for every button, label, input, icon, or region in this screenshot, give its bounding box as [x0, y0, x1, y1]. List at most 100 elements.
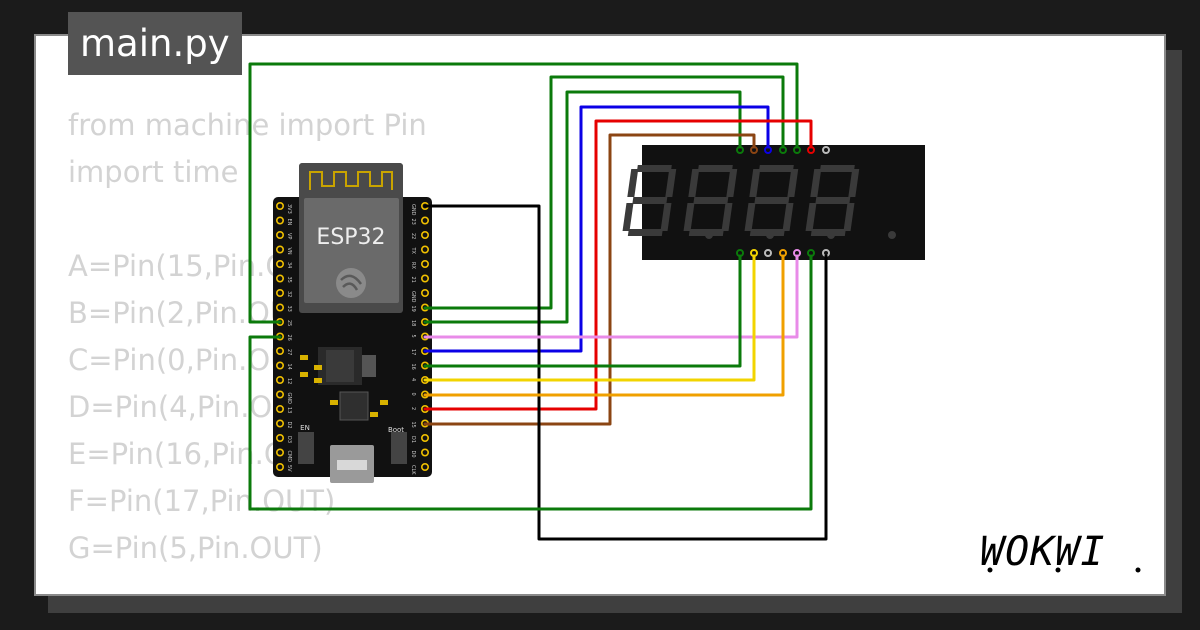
pin-label-right: 19 — [410, 306, 416, 312]
pin-label-left: VP — [286, 233, 292, 239]
pin-header-right[interactable] — [420, 448, 429, 457]
wire-black[interactable] — [423, 204, 828, 541]
smd-component — [370, 412, 378, 417]
pin-header-left[interactable] — [275, 419, 284, 428]
en-button-label: EN — [300, 424, 310, 432]
diode — [362, 355, 376, 377]
pin-header-left[interactable] — [275, 404, 284, 413]
display-segment — [749, 169, 761, 197]
pin-header-left[interactable] — [275, 433, 284, 442]
pin-label-left: 5V — [286, 465, 292, 472]
display-segment — [744, 203, 756, 231]
pin-header-left[interactable] — [275, 462, 284, 471]
pin-label-left: D2 — [286, 422, 292, 429]
display-segment — [632, 197, 668, 204]
wire-orange[interactable] — [423, 254, 785, 397]
display-segment — [665, 169, 677, 197]
pin-label-left: 25 — [286, 320, 292, 326]
pin-header-left[interactable] — [275, 202, 284, 211]
pin-label-right: GND — [410, 204, 416, 216]
pin-header-left[interactable] — [275, 231, 284, 240]
pin-header-left[interactable] — [275, 346, 284, 355]
project-card[interactable] — [34, 34, 1166, 596]
pin-header-left[interactable] — [275, 375, 284, 384]
wokwi-logo[interactable]: WOKWI — [978, 525, 1150, 577]
logo-dot-icon — [1055, 567, 1061, 573]
pin-label-left: 34 — [286, 262, 292, 268]
smd-component — [314, 378, 322, 383]
display-segment — [815, 197, 851, 204]
display-segment — [660, 203, 672, 231]
display-segment — [758, 165, 794, 172]
pin-header-left[interactable] — [275, 361, 284, 370]
smd-component — [380, 400, 388, 405]
pin-label-right: 18 — [410, 320, 416, 326]
wire-green-4[interactable] — [423, 254, 742, 368]
pin-label-left: 14 — [286, 364, 292, 370]
pin-label-right: 16 — [410, 364, 416, 370]
pin-header-left[interactable] — [275, 245, 284, 254]
pin-header-right[interactable] — [420, 216, 429, 225]
pin-label-right: 22 — [410, 233, 416, 239]
display-segment — [810, 229, 846, 236]
antenna-trace-icon — [309, 171, 393, 190]
display-pin-top[interactable] — [822, 146, 830, 154]
display-segment — [782, 203, 794, 231]
board-label: ESP32 — [316, 225, 385, 250]
display-pin-bottom[interactable] — [764, 249, 772, 257]
pin-header-right[interactable] — [420, 462, 429, 471]
module-can — [304, 198, 399, 303]
pin-header-left[interactable] — [275, 448, 284, 457]
display-segment — [810, 169, 822, 197]
pin-header-right[interactable] — [420, 288, 429, 297]
code-line: G=Pin(5,Pin.OUT) — [68, 531, 323, 565]
pin-label-left: GND — [286, 393, 292, 405]
pin-label-right: 2 — [410, 407, 416, 410]
pin-label-left: 12 — [286, 378, 292, 384]
code-line: F=Pin(17,Pin.OUT) — [68, 484, 336, 518]
pin-label-right: TX — [410, 247, 416, 255]
pin-header-right[interactable] — [420, 245, 429, 254]
wire-green-3[interactable] — [423, 90, 742, 324]
pin-label-left: D3 — [286, 436, 292, 443]
pin-header-left[interactable] — [275, 274, 284, 283]
wire-yellow[interactable] — [423, 254, 756, 382]
pin-label-right: GND — [410, 291, 416, 303]
pin-header-right[interactable] — [420, 274, 429, 283]
display-segment — [721, 203, 733, 231]
wire-green-2[interactable] — [423, 75, 785, 310]
pin-header-left[interactable] — [275, 259, 284, 268]
code-line: import time — [68, 155, 239, 189]
espressif-logo-mark — [340, 274, 363, 291]
pin-header-left[interactable] — [275, 288, 284, 297]
display-segment — [627, 169, 639, 197]
pin-header-left[interactable] — [275, 216, 284, 225]
wire-green-top[interactable] — [248, 62, 799, 324]
boot-button[interactable] — [391, 432, 407, 464]
display-segment — [726, 169, 738, 197]
display-segment — [787, 169, 799, 197]
decimal-point — [888, 231, 896, 239]
en-button[interactable] — [298, 432, 314, 464]
pin-header-left[interactable] — [275, 303, 284, 312]
wire-brown[interactable] — [423, 133, 756, 426]
wire-violet[interactable] — [423, 254, 799, 339]
wire-green-bottom[interactable] — [248, 254, 813, 511]
pin-label-left: 27 — [286, 349, 292, 355]
pin-header-left[interactable] — [275, 390, 284, 399]
seven-segment-display[interactable] — [622, 145, 925, 260]
display-segment — [843, 203, 855, 231]
regulator-body — [326, 350, 354, 382]
pin-header-right[interactable] — [420, 433, 429, 442]
display-segment — [683, 203, 695, 231]
pin-header-right[interactable] — [420, 259, 429, 268]
pin-label-right: 5 — [410, 335, 416, 338]
display-segment — [749, 229, 785, 236]
display-segment — [627, 229, 663, 236]
pin-label-right: 15 — [410, 422, 416, 428]
pin-header-right[interactable] — [420, 231, 429, 240]
file-tab-main-py[interactable]: main.py — [68, 12, 242, 75]
logo-dot-icon — [1135, 567, 1141, 573]
